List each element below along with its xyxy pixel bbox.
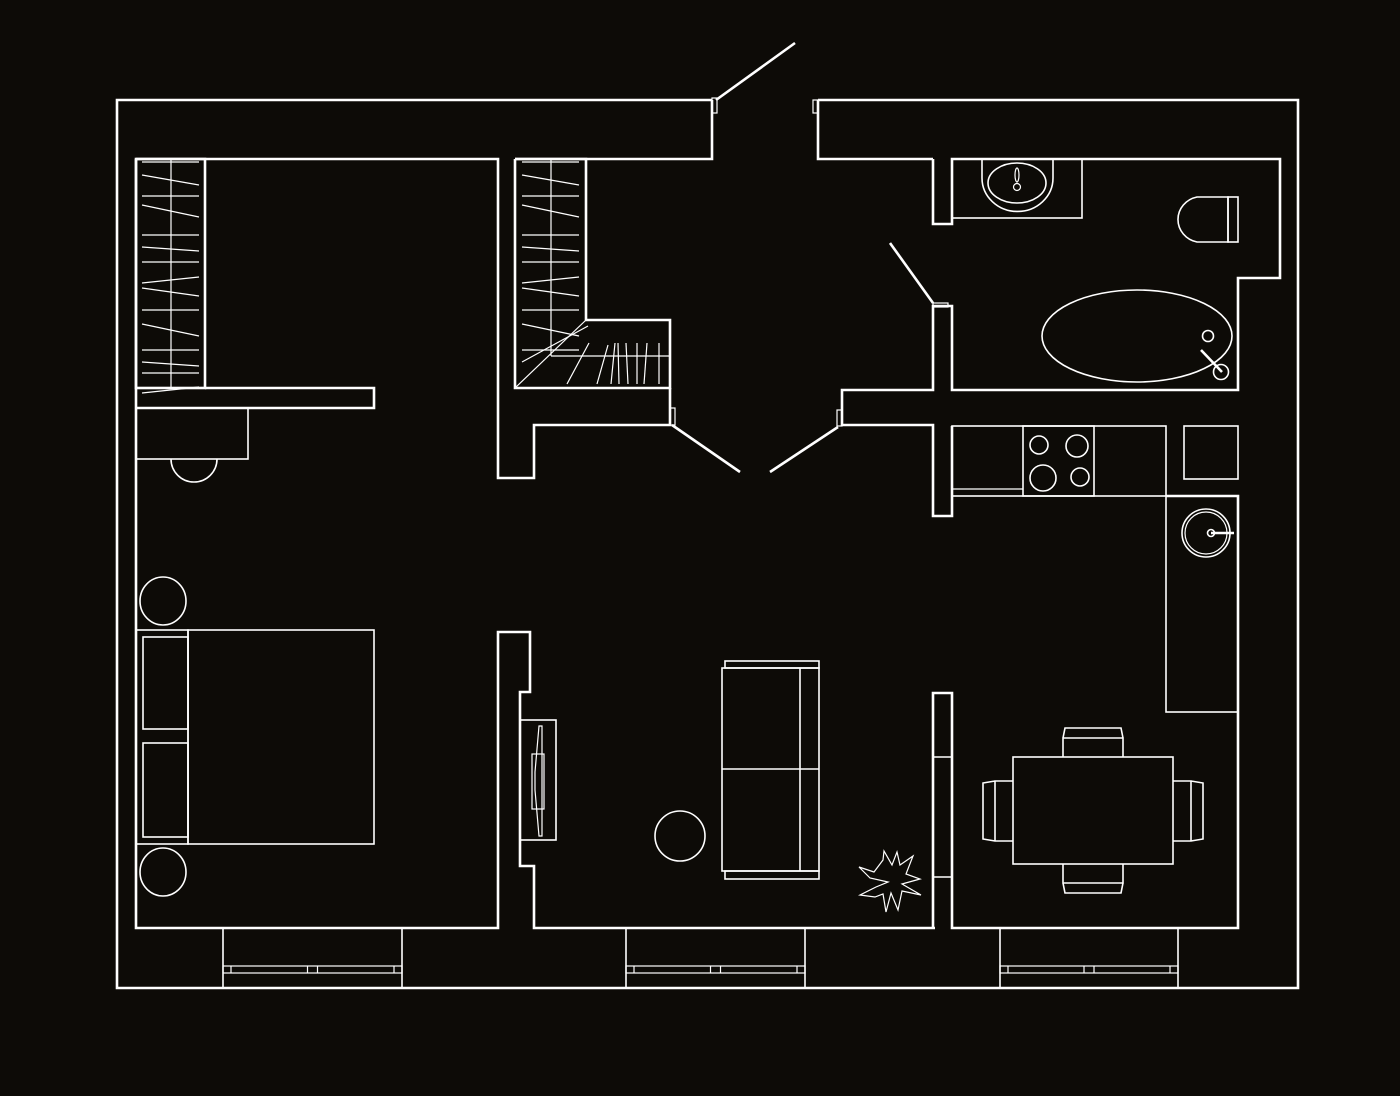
- bathtub-faucet: [1200, 349, 1223, 373]
- entrance-jamb-right: [812, 99, 819, 114]
- chair: [1062, 727, 1124, 757]
- sofa-arm: [724, 870, 820, 880]
- faucet: [1014, 167, 1020, 183]
- hanger: [625, 342, 629, 385]
- tv-stand: [519, 719, 557, 841]
- hanger: [141, 361, 200, 367]
- burner: [1029, 464, 1057, 492]
- nightstand-icon: [139, 576, 187, 626]
- tv-base: [531, 753, 545, 810]
- window-icon: [222, 927, 403, 989]
- toilet-icon: [1177, 196, 1239, 243]
- hall-door-jamb: [836, 409, 843, 427]
- coffee-table-icon: [654, 810, 706, 862]
- hanger: [141, 204, 200, 218]
- sofa-icon: [721, 660, 820, 880]
- tv-screen: [534, 725, 543, 837]
- dining-table-icon: [982, 727, 1204, 894]
- wardrobe-icon: [513, 157, 672, 390]
- plant-icon: [857, 849, 922, 913]
- kitchen: [931, 425, 1240, 930]
- hanger: [141, 276, 200, 284]
- vanity: [951, 158, 1083, 219]
- hanger: [141, 287, 200, 297]
- bathtub-icon: [1041, 289, 1233, 383]
- hangers: [521, 161, 660, 385]
- washbasin-icon: [951, 158, 1083, 219]
- hanger: [521, 246, 580, 252]
- side-counter: [1165, 495, 1239, 713]
- window-icon: [999, 927, 1179, 989]
- bedside-cabinet: [135, 407, 249, 460]
- tv-icon: [519, 719, 557, 841]
- hanger: [141, 174, 200, 186]
- hanger: [610, 342, 616, 385]
- cabinet-door-arc: [170, 458, 218, 483]
- hanger: [596, 344, 609, 385]
- window-frame: [999, 927, 1179, 989]
- dining-table: [1012, 756, 1174, 865]
- hanger: [521, 325, 589, 363]
- chair: [1062, 864, 1124, 894]
- door-icon[interactable]: [671, 423, 741, 474]
- sofa-arm: [724, 660, 820, 669]
- wardrobe-corner: [514, 319, 587, 389]
- burner: [1029, 435, 1049, 455]
- fridge-icon: [1183, 425, 1239, 480]
- chair: [982, 780, 1013, 842]
- hanger: [521, 323, 580, 337]
- window-sash: [222, 965, 403, 974]
- window-frame: [222, 927, 403, 989]
- hanger: [521, 204, 580, 218]
- bedroom-ledge: [136, 386, 376, 410]
- drain: [1012, 182, 1022, 192]
- basin-inner: [987, 162, 1047, 204]
- bathtub-faucet-base: [1212, 363, 1230, 381]
- bathtub: [1041, 289, 1233, 383]
- burner: [1070, 467, 1090, 487]
- windows: [222, 927, 1179, 989]
- window-icon: [625, 927, 806, 989]
- toilet-tank: [1227, 196, 1239, 243]
- hanger: [521, 174, 580, 186]
- bed-icon: [135, 629, 375, 845]
- nightstand-icon: [139, 847, 187, 897]
- window-sash: [999, 965, 1179, 974]
- window-sash: [625, 965, 806, 974]
- toilet-bowl: [1177, 196, 1229, 243]
- pillow: [142, 636, 189, 730]
- window-frame: [625, 927, 806, 989]
- pillow: [142, 742, 189, 838]
- hanger: [521, 276, 580, 284]
- door-icon[interactable]: [769, 425, 839, 474]
- burner: [1065, 434, 1089, 458]
- hanger: [521, 287, 580, 297]
- bathroom-door-jamb: [932, 302, 949, 308]
- door-icon[interactable]: [888, 242, 935, 304]
- hanger: [566, 342, 590, 385]
- hanger: [643, 342, 648, 385]
- basin-outer: [981, 160, 1054, 213]
- wardrobe-icon: [134, 157, 207, 394]
- entrance-wall-right: [816, 100, 933, 161]
- bathtub-drain: [1201, 329, 1215, 343]
- hanger: [141, 323, 200, 337]
- hangers: [141, 161, 200, 394]
- hanger: [141, 386, 200, 394]
- stove-icon: [1022, 425, 1095, 497]
- entrance-jamb-left: [711, 97, 718, 114]
- chair: [1173, 780, 1204, 842]
- door-icon[interactable]: [715, 41, 796, 102]
- hanger: [141, 246, 200, 252]
- hanger: [617, 342, 620, 385]
- headboard: [135, 629, 189, 845]
